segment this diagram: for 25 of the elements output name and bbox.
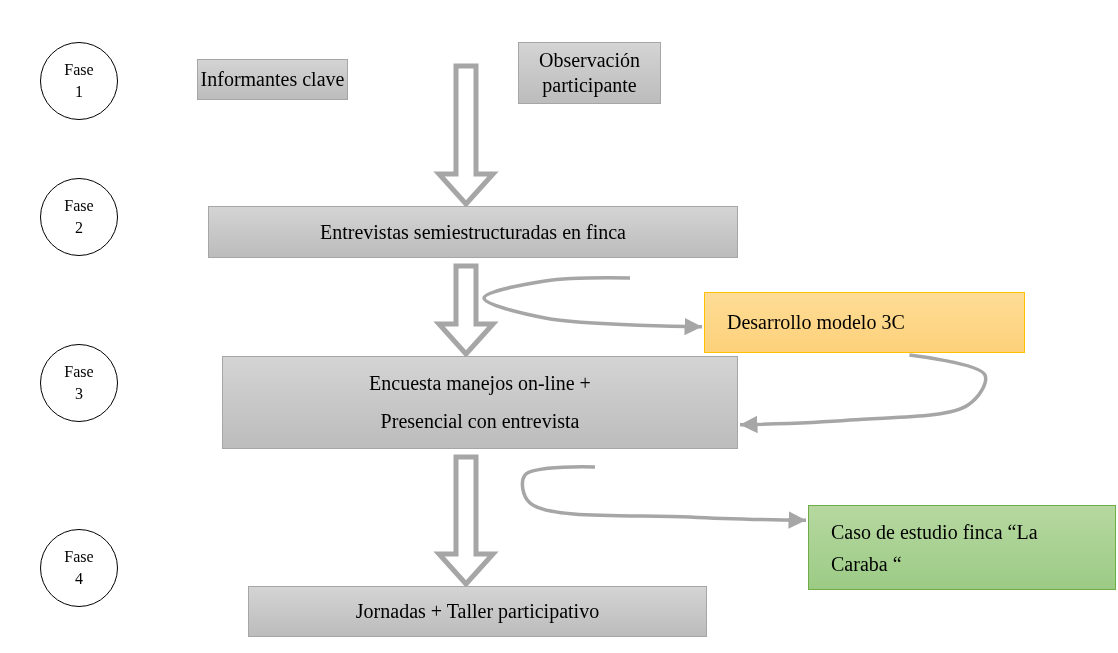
node-label: Encuesta manejos on-line + [369, 371, 591, 397]
curved-arrow [520, 465, 807, 529]
node-label: Fase 1 [63, 59, 95, 102]
node-label: Caso de estudio finca “La Caraba “ [831, 519, 1039, 577]
case-study-box [808, 505, 1116, 590]
process-box [208, 206, 738, 258]
node-label: Observación participante [537, 48, 642, 98]
block-arrow [433, 263, 499, 358]
process-box [197, 59, 348, 100]
node-label: Fase 3 [63, 361, 95, 404]
process-box [518, 42, 661, 104]
block-arrow [433, 454, 499, 588]
process-box [222, 356, 738, 449]
curved-arrow [739, 353, 988, 434]
node-label: Desarrollo modelo 3C [727, 311, 905, 334]
node-label: Entrevistas semiestructuradas en finca [320, 219, 626, 245]
node-label: Informantes clave [200, 67, 345, 92]
process-box [248, 586, 707, 637]
node-label: Fase 2 [63, 195, 95, 238]
highlight-box [704, 292, 1025, 353]
curved-arrow [482, 276, 703, 336]
node-label: Fase 4 [63, 546, 95, 589]
node-label: Presencial con entrevista [380, 408, 580, 434]
block-arrow [433, 63, 499, 208]
node-label: Jornadas + Taller participativo [355, 599, 600, 624]
